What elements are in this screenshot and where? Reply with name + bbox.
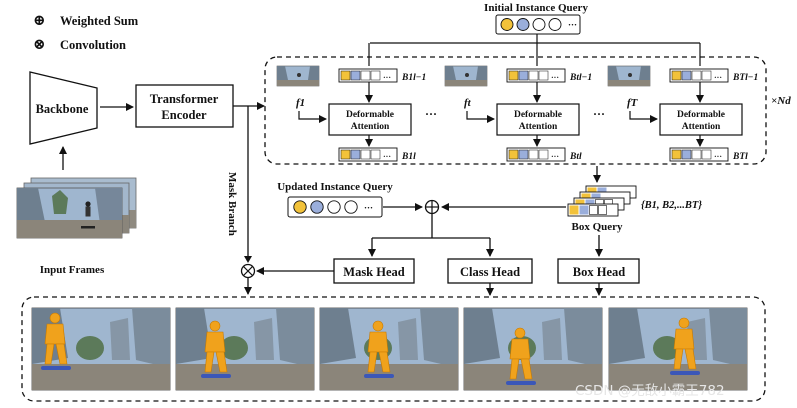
box-query-output: ··· xyxy=(338,147,398,162)
output-frame xyxy=(175,307,315,391)
convolution-symbol: ⊗ xyxy=(33,37,46,53)
query-dot-empty xyxy=(548,18,562,31)
attention-label-line1: Deformable xyxy=(677,110,725,120)
weighted-sum-label: Weighted Sum xyxy=(60,14,139,28)
attention-label-line2: Attention xyxy=(351,122,390,132)
box-query-label: Box Query xyxy=(571,221,623,233)
box-more: ··· xyxy=(383,152,391,161)
class-head: Class Head xyxy=(447,258,533,284)
query-more: ··· xyxy=(568,20,577,30)
weighted-sum-symbol: ⊕ xyxy=(33,13,46,29)
query-dot-blue xyxy=(516,18,530,31)
updated-query-label: Updated Instance Query xyxy=(277,181,393,193)
weighted-sum-node xyxy=(424,199,440,215)
box-out-label: Btl xyxy=(569,152,582,162)
initial-instance-query: Initial Instance Query ··· xyxy=(484,2,588,35)
feature-label: f1 xyxy=(296,97,305,109)
box-query-stack: {B1, B2,...BT} Box Query xyxy=(567,185,702,233)
decoder-layers-label: ×Nd xyxy=(771,95,791,107)
decoder-ellipsis: ··· xyxy=(593,107,605,121)
backbone-block: Backbone xyxy=(29,71,98,145)
attention-label-line1: Deformable xyxy=(514,110,562,120)
feature-to-attention-arrow xyxy=(298,111,327,123)
box-more: ··· xyxy=(551,152,559,161)
query-more: ··· xyxy=(364,203,373,213)
query-dot-blue xyxy=(310,200,324,214)
box-head: Box Head xyxy=(557,258,640,284)
box-query-input: ··· xyxy=(338,68,398,83)
convolution-node xyxy=(240,263,256,279)
query-dot-yellow xyxy=(293,200,307,214)
segmentation-mask xyxy=(44,312,68,365)
decoder-ellipsis: ··· xyxy=(425,107,437,121)
query-dot-empty xyxy=(327,200,341,214)
mask-branch-arrowhead xyxy=(244,256,252,263)
feature-to-attention-arrow xyxy=(466,111,495,123)
mask-head: Mask Head xyxy=(333,258,415,284)
feature-label: fT xyxy=(627,97,639,109)
backbone-label: Backbone xyxy=(36,102,89,116)
box-query-input: ··· xyxy=(506,68,566,83)
segmentation-mask xyxy=(367,320,391,373)
input-frames-label: Input Frames xyxy=(40,264,105,276)
box-in-label: Btl−1 xyxy=(569,73,592,83)
box-head-label: Box Head xyxy=(573,265,625,279)
segmentation-mask xyxy=(204,320,228,373)
attention-label-line2: Attention xyxy=(519,122,558,132)
box-in-label: BTl−1 xyxy=(732,73,758,83)
box-more: ··· xyxy=(714,73,722,82)
box-set-label: {B1, B2,...BT} xyxy=(641,200,702,211)
encoder-label-line1: Transformer xyxy=(150,92,219,106)
input-frames: Input Frames xyxy=(16,177,137,276)
segmentation-mask xyxy=(509,327,533,380)
class-head-label: Class Head xyxy=(460,265,520,279)
input-frame-front xyxy=(16,187,123,239)
frame-thumbnail xyxy=(276,65,320,87)
initial-query-label: Initial Instance Query xyxy=(484,2,588,14)
convolution-label: Convolution xyxy=(60,38,126,52)
box-more: ··· xyxy=(383,73,391,82)
box-out-label: BTl xyxy=(732,152,748,162)
output-frame xyxy=(463,307,603,391)
output-frame xyxy=(319,307,459,391)
box-out-label: B1l xyxy=(401,152,416,162)
updated-instance-query: Updated Instance Query ··· xyxy=(277,181,393,218)
box-query-input: ··· xyxy=(669,68,729,83)
output-frames xyxy=(31,307,748,391)
attention-label-line1: Deformable xyxy=(346,110,394,120)
box-query-output: ··· xyxy=(669,147,729,162)
encoder-label-line2: Encoder xyxy=(161,108,207,122)
mask-branch-label: Mask Branch xyxy=(226,172,238,236)
query-dot-empty xyxy=(532,18,546,31)
attention-label-line2: Attention xyxy=(682,122,721,132)
box-query-output: ··· xyxy=(506,147,566,162)
transformer-encoder-block: Transformer Encoder xyxy=(135,84,234,128)
output-dashed-box xyxy=(21,296,766,402)
segmentation-mask xyxy=(673,317,697,370)
feature-label: ft xyxy=(464,97,472,109)
decoder-dashed-box xyxy=(264,56,767,165)
output-frame xyxy=(608,307,748,391)
output-frame xyxy=(31,307,171,391)
box-in-label: B1l−1 xyxy=(401,73,426,83)
query-dot-yellow xyxy=(500,18,514,31)
box-more: ··· xyxy=(714,152,722,161)
frame-thumbnail xyxy=(607,65,651,87)
watermark: CSDN @无敌小霸王782 xyxy=(575,383,725,399)
feature-to-attention-arrow xyxy=(629,111,658,123)
query-dot-empty xyxy=(344,200,358,214)
box-more: ··· xyxy=(551,73,559,82)
legend: ⊕ Weighted Sum ⊗ Convolution xyxy=(33,13,139,53)
mask-head-label: Mask Head xyxy=(343,265,405,279)
frame-thumbnail xyxy=(444,65,488,87)
